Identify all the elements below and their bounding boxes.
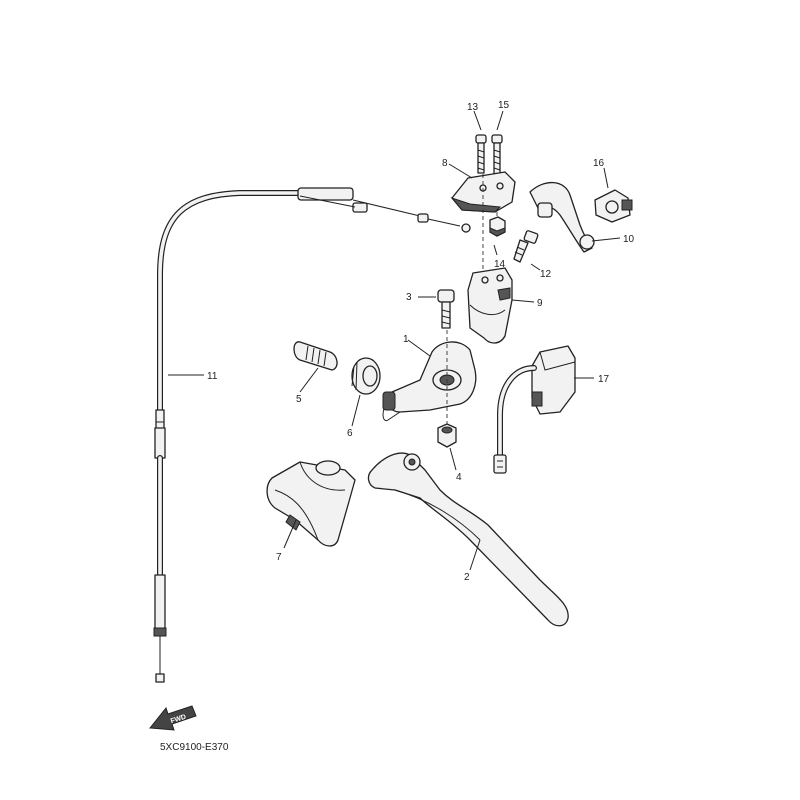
part-12-screw[interactable]	[513, 230, 539, 263]
fwd-arrow-icon: FWD	[149, 705, 197, 731]
callout-7: 7	[276, 552, 282, 563]
callout-16: 16	[593, 158, 605, 169]
part-17-engine-stop-switch[interactable]	[493, 345, 576, 474]
part-15-bolt[interactable]	[491, 134, 503, 176]
callout-13: 13	[467, 102, 479, 113]
callout-15: 15	[498, 100, 510, 111]
part-3-bolt[interactable]	[437, 289, 455, 329]
leader-lines	[168, 110, 621, 571]
callout-11: 11	[207, 371, 218, 382]
part-1-lever-holder[interactable]	[382, 341, 477, 422]
callout-6: 6	[347, 428, 353, 439]
callout-9: 9	[537, 298, 543, 309]
callout-8: 8	[442, 158, 448, 169]
part-13-bolt[interactable]	[475, 134, 487, 174]
part-16-hot-start-bracket[interactable]	[594, 189, 633, 223]
fwd-label: FWD	[170, 714, 187, 726]
part-14-nut[interactable]	[489, 216, 506, 237]
callout-10: 10	[623, 234, 635, 245]
callout-3: 3	[406, 292, 412, 303]
callout-4: 4	[456, 472, 462, 483]
callout-5: 5	[296, 394, 302, 405]
drawing-code: 5XC9100-E370	[160, 742, 229, 753]
callout-2: 2	[464, 572, 470, 583]
part-6-locknut[interactable]	[351, 357, 381, 395]
callout-1: 1	[403, 334, 409, 345]
part-11-clutch-cable[interactable]	[153, 187, 471, 683]
callout-12: 12	[540, 269, 552, 280]
callout-14: 14	[494, 259, 506, 270]
callout-labels: 13 15 8 16 10 14 12 3 9 1 17 11 5 6 4 7 …	[207, 100, 635, 583]
part-2-lever[interactable]	[367, 452, 569, 627]
callout-17: 17	[598, 374, 610, 385]
part-4-nut[interactable]	[437, 423, 457, 448]
part-10-hot-start-lever[interactable]	[529, 181, 595, 253]
part-8-holder-cap[interactable]	[450, 171, 516, 213]
part-9-holder[interactable]	[467, 267, 513, 344]
part-7-lever-cover[interactable]	[266, 460, 356, 547]
part-5-adjuster[interactable]	[293, 341, 338, 371]
